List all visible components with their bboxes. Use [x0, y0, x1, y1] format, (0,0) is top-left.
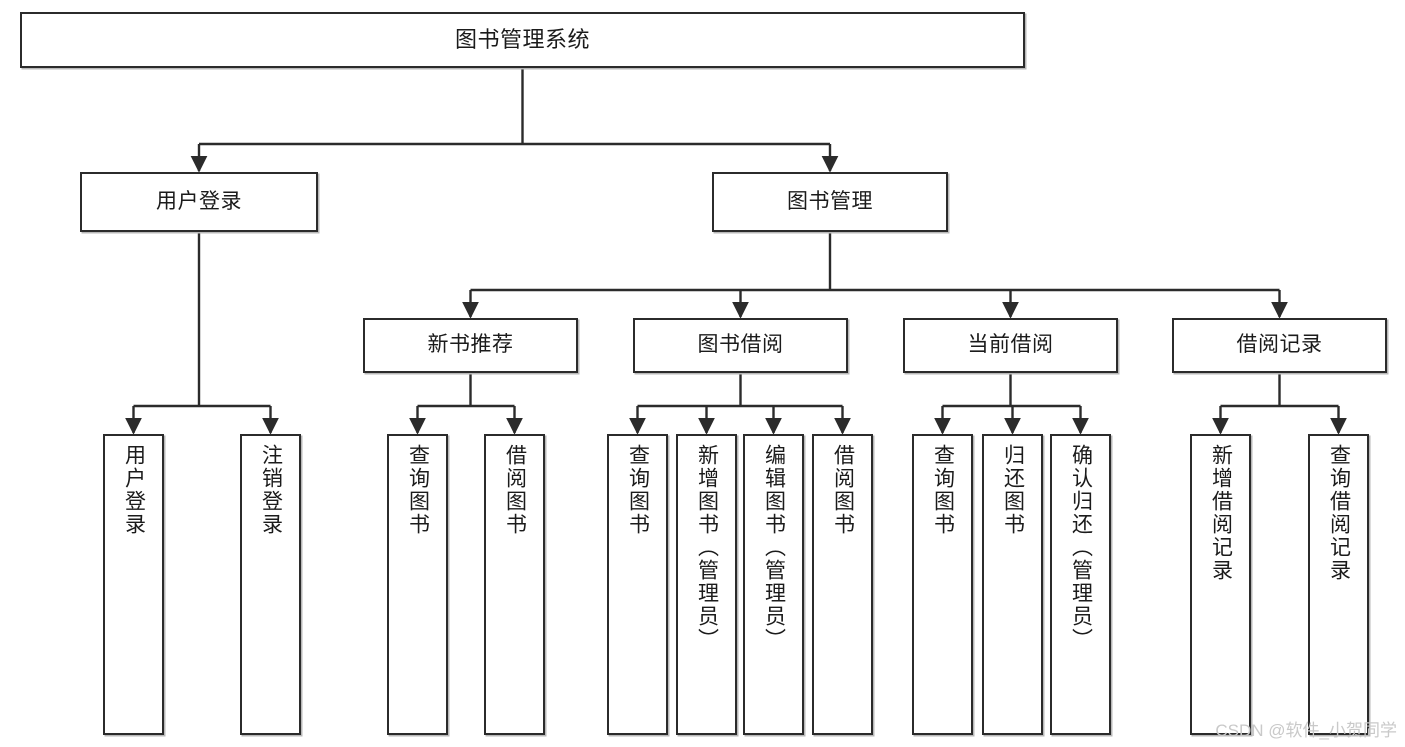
- node-l_addrec[interactable]: 新增借阅记录: [1190, 434, 1251, 735]
- node-label: 编辑图书（管理员）: [762, 444, 786, 651]
- node-label: 归还图书: [1001, 444, 1025, 536]
- node-l_return[interactable]: 归还图书: [982, 434, 1043, 735]
- node-label: 确认归还（管理员）: [1069, 444, 1093, 651]
- node-label: 新增图书（管理员）: [695, 444, 719, 651]
- node-borrow[interactable]: 图书借阅: [633, 318, 848, 373]
- connector-trunk-records: [1220, 373, 1339, 408]
- node-label: 图书借阅: [697, 333, 784, 357]
- node-label: 查询图书: [626, 444, 650, 536]
- node-records[interactable]: 借阅记录: [1172, 318, 1387, 373]
- node-label: 图书管理系统: [454, 27, 590, 53]
- node-label: 图书管理: [787, 189, 873, 213]
- node-l_bbook2[interactable]: 借阅图书: [812, 434, 873, 735]
- node-root[interactable]: 图书管理系统: [20, 12, 1025, 68]
- connector-trunk-borrow: [637, 373, 843, 408]
- connector-trunk-login: [133, 232, 271, 408]
- node-l_login[interactable]: 用户登录: [103, 434, 164, 735]
- node-label: 新书推荐: [427, 333, 514, 357]
- node-l_qryrec[interactable]: 查询借阅记录: [1308, 434, 1369, 735]
- node-label: 查询图书: [406, 444, 430, 536]
- node-l_confirm[interactable]: 确认归还（管理员）: [1050, 434, 1111, 735]
- node-label: 用户登录: [156, 189, 242, 213]
- connector-trunk-current: [942, 373, 1081, 408]
- connector-trunk-root: [199, 68, 830, 146]
- node-label: 借阅图书: [503, 444, 527, 536]
- node-l_bbook1[interactable]: 借阅图书: [484, 434, 545, 735]
- node-newbook[interactable]: 新书推荐: [363, 318, 578, 373]
- node-l_qbook3[interactable]: 查询图书: [912, 434, 973, 735]
- watermark-text: CSDN @软件_小贺同学: [1215, 721, 1397, 740]
- node-l_addbook[interactable]: 新增图书（管理员）: [676, 434, 737, 735]
- node-label: 当前借阅: [967, 333, 1054, 357]
- node-label: 查询借阅记录: [1327, 444, 1351, 582]
- node-label: 新增借阅记录: [1209, 444, 1233, 582]
- connector-trunk-newbook: [417, 373, 515, 408]
- node-label: 用户登录: [122, 444, 146, 536]
- node-l_editbook[interactable]: 编辑图书（管理员）: [743, 434, 804, 735]
- node-label: 注销登录: [259, 444, 283, 536]
- node-bookmgmt[interactable]: 图书管理: [712, 172, 948, 232]
- node-label: 借阅图书: [831, 444, 855, 536]
- node-label: 借阅记录: [1236, 333, 1323, 357]
- node-label: 查询图书: [931, 444, 955, 536]
- node-l_logout[interactable]: 注销登录: [240, 434, 301, 735]
- node-login[interactable]: 用户登录: [80, 172, 318, 232]
- node-current[interactable]: 当前借阅: [903, 318, 1118, 373]
- node-l_qbook2[interactable]: 查询图书: [607, 434, 668, 735]
- connector-trunk-bookmgmt: [470, 232, 1280, 292]
- node-l_qbook1[interactable]: 查询图书: [387, 434, 448, 735]
